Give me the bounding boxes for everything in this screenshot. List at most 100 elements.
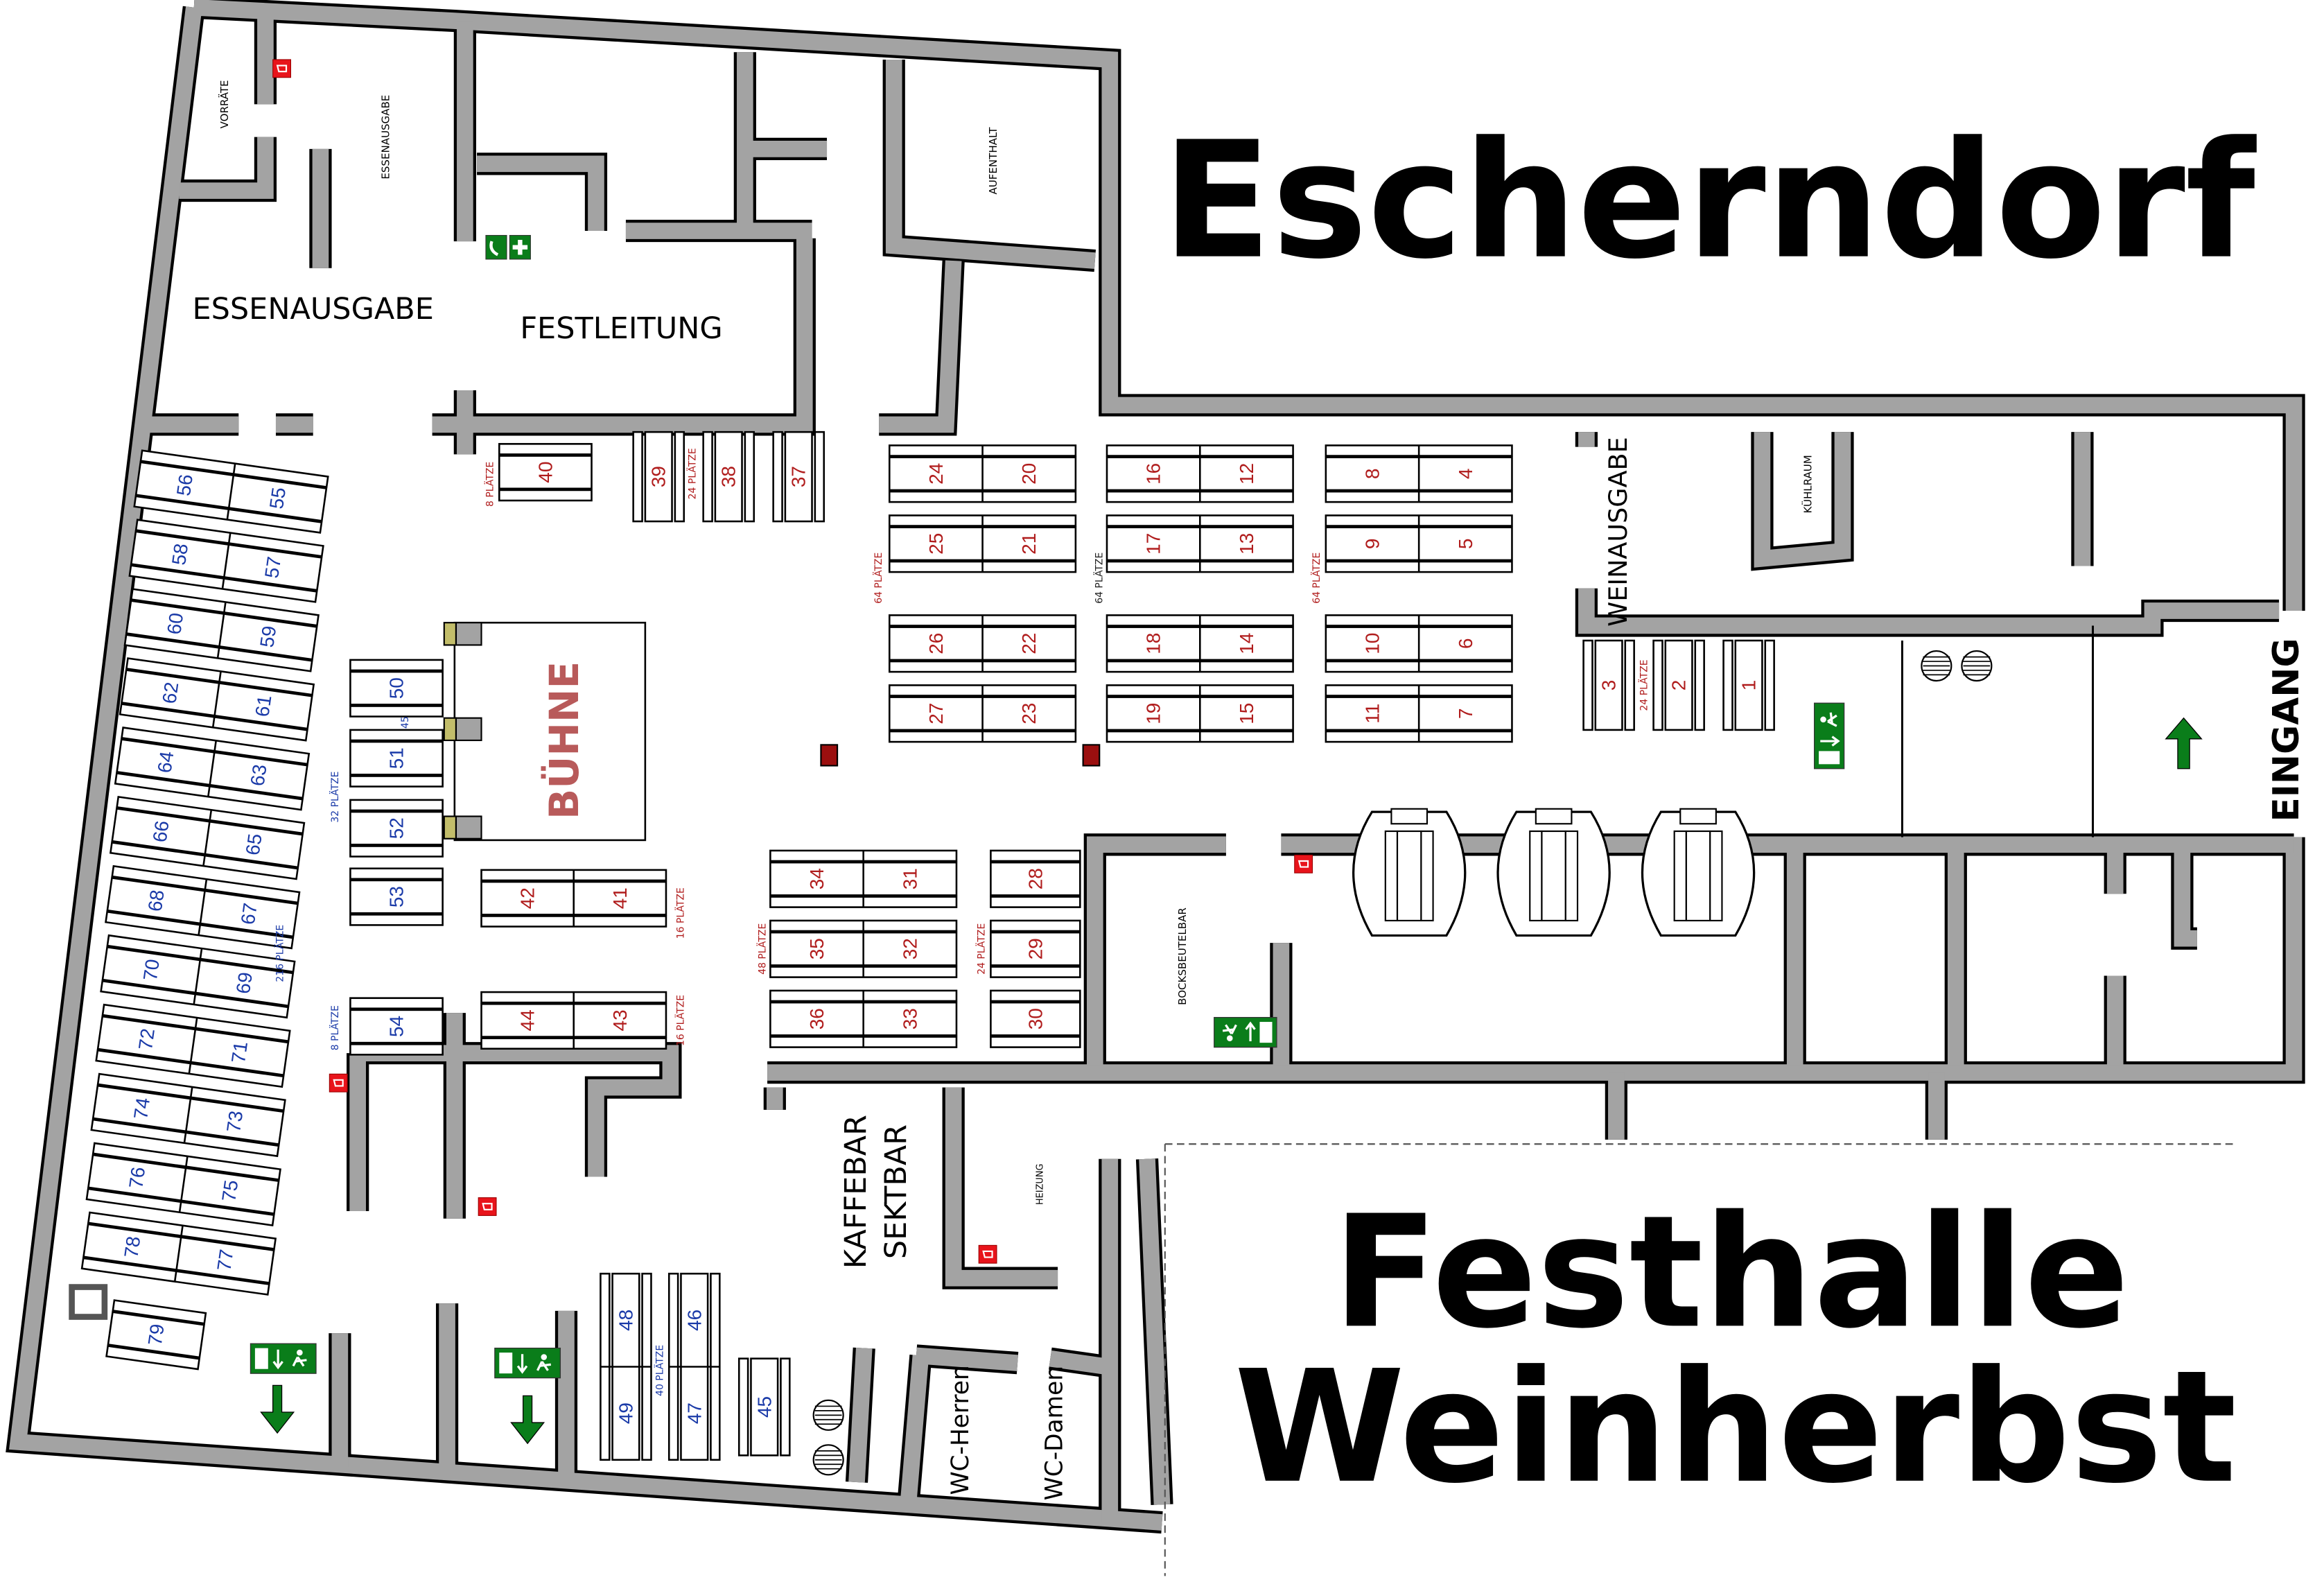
fire-extinguisher-icon-bg (478, 1197, 497, 1216)
fire-extinguisher-icon-bg (1294, 854, 1313, 873)
table (1594, 639, 1623, 731)
capacity-label: 216 PLÄTZE (273, 925, 286, 982)
bench (814, 431, 825, 523)
bench (990, 896, 1081, 908)
table-divider (173, 1225, 184, 1282)
table-divider (226, 463, 236, 520)
table-number: 71 (227, 1040, 252, 1064)
table-number: 74 (130, 1096, 154, 1120)
table-number: 27 (925, 703, 947, 724)
capacity-label: 45 (400, 716, 411, 729)
fire-extinguisher-icon-glyph (1298, 860, 1309, 868)
room-label-heizung: HEIZUNG (1036, 1164, 1046, 1205)
outer-wall (8, 0, 2303, 1531)
table (349, 1009, 444, 1044)
table-number: 45 (753, 1396, 775, 1418)
table-group: 1 (1722, 639, 1775, 731)
table-number: 2 (1668, 680, 1690, 691)
bench (632, 431, 643, 523)
bench (674, 431, 685, 523)
table-number: 61 (251, 694, 275, 718)
exit-runner (1222, 1024, 1237, 1035)
fire-extinguisher-icon (329, 1073, 348, 1093)
stool-icon (812, 1399, 844, 1431)
icons (250, 59, 2203, 1476)
table-divider (188, 1017, 198, 1075)
table-number: 75 (218, 1179, 242, 1203)
table-number: 56 (173, 473, 197, 497)
exit-door (1259, 1022, 1273, 1043)
bench (990, 989, 1081, 1002)
table-number: 13 (1236, 533, 1257, 555)
first-aid-cross (512, 239, 528, 255)
table (990, 1001, 1081, 1036)
table-number: 60 (163, 611, 187, 636)
bench (1694, 639, 1705, 731)
table (349, 879, 444, 914)
table-number: 23 (1018, 703, 1040, 724)
room-label-sektbar: SEKTBAR (879, 1124, 914, 1259)
table (498, 455, 593, 490)
table (990, 861, 1081, 896)
interior-walls (149, 7, 2294, 1523)
exit-runner (1226, 1035, 1233, 1041)
table-group: 27 23 (888, 684, 1077, 743)
exit-arrow (272, 1349, 283, 1370)
table-number: 30 (1024, 1008, 1046, 1029)
stage-step (443, 815, 457, 840)
barrel-slat (1529, 830, 1543, 922)
barrel-tap (1535, 808, 1573, 825)
title-festhalle: Festhalle (1333, 1182, 2130, 1362)
table-number: 63 (247, 763, 271, 788)
capacity-label: 32 PLÄTZE (329, 772, 341, 823)
exit-runner (536, 1361, 552, 1371)
table-number: 11 (1362, 704, 1383, 724)
fire-extinguisher-icon (272, 59, 292, 78)
fire-extinguisher-icon-glyph (276, 64, 288, 73)
bench (349, 775, 444, 788)
table-number: 15 (1236, 703, 1257, 724)
capacity-label: 8 PLÄTZE (483, 462, 496, 507)
capacity-label: 64 PLÄTZE (872, 553, 884, 604)
bench (349, 705, 444, 718)
table (644, 431, 673, 523)
bench (349, 845, 444, 858)
fire-extinguisher-icon (478, 1197, 497, 1216)
table-number: 12 (1236, 463, 1257, 485)
table-number: 49 (615, 1402, 636, 1424)
table-number: 5 (1455, 539, 1476, 550)
bench (112, 1299, 207, 1325)
table-number: 41 (609, 887, 631, 909)
phone-glyph (489, 241, 499, 257)
table (750, 1357, 779, 1457)
room-label-aufenthalt: AUFENTHALT (987, 127, 999, 195)
table-group: 79 (105, 1299, 207, 1371)
table-number: 33 (899, 1008, 920, 1029)
room-label-essenausgabe-small: ESSENAUSGABE (379, 95, 392, 180)
table-number: 62 (158, 681, 182, 705)
bench (349, 1043, 444, 1056)
room-label-buehne: BÜHNE (540, 661, 588, 819)
table-divider (207, 740, 217, 797)
exit-runner (1820, 716, 1826, 723)
table-number: 44 (517, 1009, 539, 1031)
table-group: 52 (349, 799, 444, 858)
bench (990, 966, 1081, 978)
capacity-label: 24 PLÄTZE (1638, 659, 1650, 711)
table-number: 43 (609, 1009, 631, 1031)
bench (349, 729, 444, 742)
fire-extinguisher-icon (1294, 854, 1313, 873)
table-number: 25 (925, 533, 947, 555)
table (784, 431, 813, 523)
exit-arrow (516, 1354, 528, 1374)
room-label-weinausgabe: WEINAUSGABE (1603, 437, 1633, 627)
table-number: 67 (237, 901, 261, 925)
table-number: 3 (1598, 680, 1620, 691)
